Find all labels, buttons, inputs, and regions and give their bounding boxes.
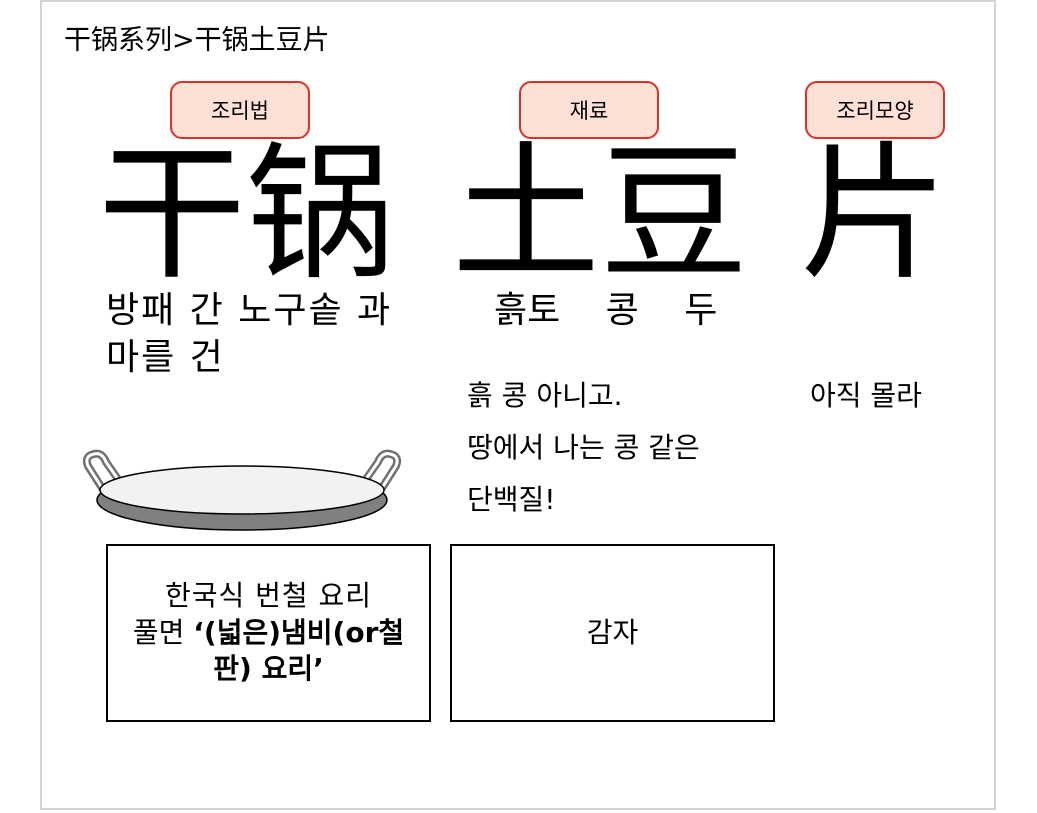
breadcrumb: 干锅系列>干锅土豆片 xyxy=(64,25,330,56)
box-ganguo-line3: 판) 요리’ xyxy=(213,652,324,686)
desc-pian: 아직 몰라 xyxy=(810,379,922,412)
tag-shape: 조리모양 xyxy=(805,81,945,139)
box-ganguo: 한국식 번철 요리 풀면 ‘(넓은)냄비(or철 판) 요리’ xyxy=(106,544,431,722)
desc-tudou-line2: 땅에서 나는 콩 같은 xyxy=(467,431,700,464)
tag-recipe: 조리법 xyxy=(170,81,310,139)
box-ganguo-line1: 한국식 번철 요리 xyxy=(164,579,373,613)
meaning-ganguo-line2: 마를 건 xyxy=(106,336,225,378)
meaning-ganguo: 방패 간 노구솥 과 마를 건 xyxy=(106,288,392,382)
box-tudou: 감자 xyxy=(450,544,775,722)
meaning-tudou: 흙토 콩 두 xyxy=(494,290,718,331)
meaning-ganguo-line1: 방패 간 노구솥 과 xyxy=(106,290,393,331)
box-ganguo-line2: 풀면 ‘(넓은)냄비(or철 xyxy=(133,615,404,651)
desc-tudou-line1: 흙 콩 아니고. xyxy=(467,379,623,412)
hanzi-tudou: 土豆 xyxy=(452,128,748,300)
box-ganguo-line2-prefix: 풀면 xyxy=(132,615,194,649)
hanzi-pian: 片 xyxy=(800,128,948,300)
desc-tudou-line3: 단백질! xyxy=(467,483,556,516)
hanzi-ganguo: 干锅 xyxy=(98,128,394,300)
tag-ingredient: 재료 xyxy=(519,81,659,139)
desc-tudou: 흙 콩 아니고. 땅에서 나는 콩 같은 단백질! xyxy=(467,374,700,530)
pan-icon xyxy=(82,449,402,531)
box-ganguo-line2-bold: ‘(넓은)냄비(or철 xyxy=(193,615,405,649)
